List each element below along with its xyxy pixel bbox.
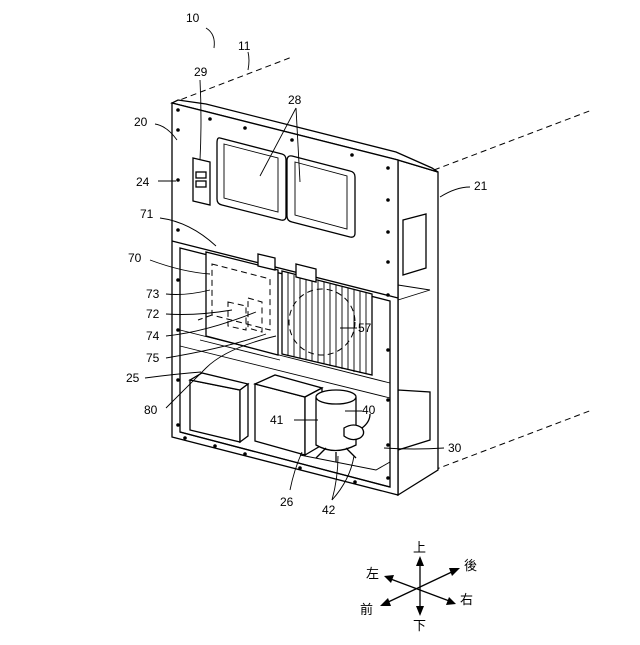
arrow-up-icon xyxy=(416,556,424,566)
label-70: 70 xyxy=(128,251,142,265)
label-74: 74 xyxy=(146,329,160,343)
label-42: 42 xyxy=(322,503,336,517)
arrow-back-icon xyxy=(449,568,460,576)
label-80: 80 xyxy=(144,403,158,417)
arrow-down-icon xyxy=(416,606,424,616)
label-71: 71 xyxy=(140,207,154,221)
lower-box xyxy=(190,373,248,442)
arrow-front-icon xyxy=(380,598,391,606)
label-21: 21 xyxy=(474,179,488,193)
label-41: 41 xyxy=(270,413,284,427)
dir-back: 後 xyxy=(464,559,477,574)
arrow-left-icon xyxy=(384,575,394,583)
label-30: 30 xyxy=(448,441,462,455)
label-10: 10 xyxy=(186,11,200,25)
side-panel xyxy=(398,160,438,495)
label-72: 72 xyxy=(146,307,160,321)
label-24: 24 xyxy=(136,175,150,189)
dir-up: 上 xyxy=(413,541,426,556)
label-25: 25 xyxy=(126,371,140,385)
label-29: 29 xyxy=(194,65,208,79)
label-75: 75 xyxy=(146,351,160,365)
label-20: 20 xyxy=(134,115,148,129)
arrow-right-icon xyxy=(446,597,456,605)
label-57: 57 xyxy=(358,321,372,335)
label-28: 28 xyxy=(288,93,302,107)
label-40: 40 xyxy=(362,403,376,417)
label-11: 11 xyxy=(238,39,251,53)
inverter-box xyxy=(255,375,322,455)
label-26: 26 xyxy=(280,495,294,509)
dir-down: 下 xyxy=(413,619,426,634)
dir-right: 右 xyxy=(460,593,473,608)
dir-front: 前 xyxy=(360,602,373,618)
control-box xyxy=(193,158,210,205)
dir-left: 左 xyxy=(366,567,379,582)
direction-compass: 上 下 左 右 前 後 xyxy=(360,541,477,634)
label-73: 73 xyxy=(146,287,160,301)
